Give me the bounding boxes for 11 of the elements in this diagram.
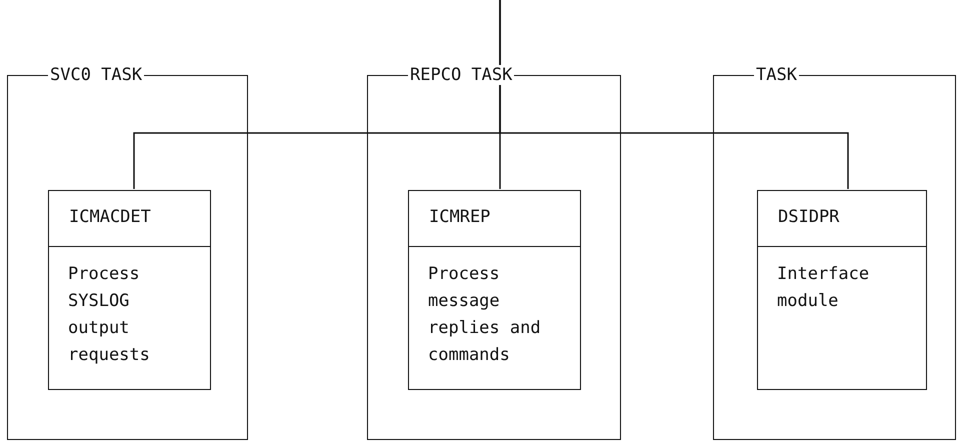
task-heading: REPCO TASK [408, 65, 514, 85]
module-description: Process SYSLOG output requests [68, 263, 151, 367]
module-description: Process message replies and commands [428, 263, 542, 367]
module-name: ICMREP [429, 207, 490, 227]
connector-line [499, 0, 849, 189]
module-description: Interface module [777, 263, 870, 313]
module-box [48, 190, 211, 390]
module-name: DSIDPR [778, 207, 840, 227]
module-name: ICMACDET [69, 207, 151, 227]
module-box [757, 190, 927, 390]
module-box [408, 190, 581, 390]
